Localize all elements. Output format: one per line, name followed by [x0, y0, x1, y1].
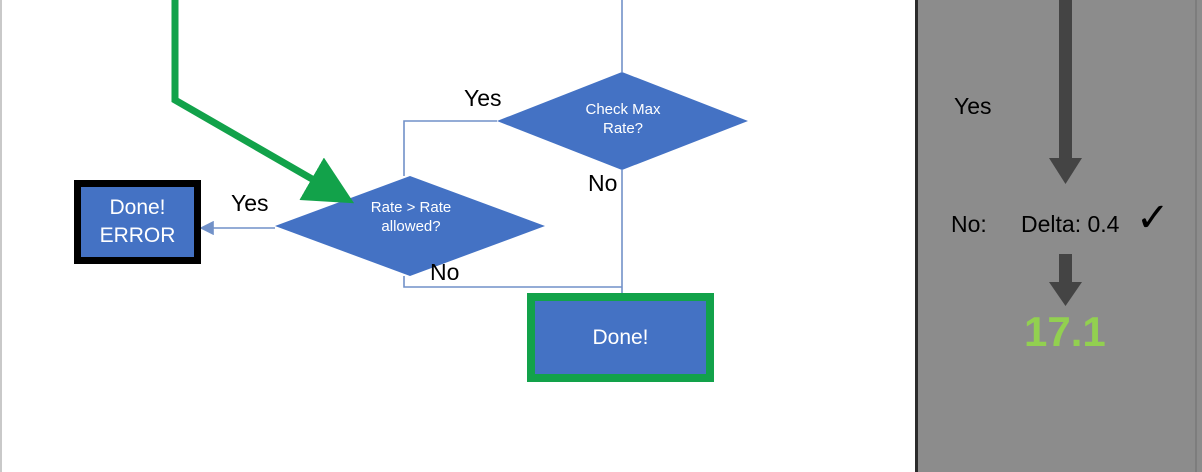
side-panel: Yes No: Delta: 0.4 ✓ 17.1	[915, 0, 1202, 472]
highlight-path-arrow	[171, 0, 355, 204]
node-done-error[interactable]: Done! ERROR	[74, 180, 201, 264]
node-done-ok[interactable]: Done!	[527, 293, 714, 382]
down-arrow-short	[1049, 254, 1082, 306]
panel-label-no: No:	[951, 211, 987, 237]
connector-check-max-rate-yes	[403, 120, 497, 176]
panel-label-delta: Delta: 0.4	[1021, 211, 1120, 237]
side-panel-right-edge	[1195, 0, 1197, 472]
done-error-label: Done! ERROR	[81, 194, 194, 250]
node-check-max-rate	[497, 72, 748, 170]
edge-label-rate-allowed-yes: Yes	[231, 190, 269, 216]
node-rate-greater-than-allowed	[275, 176, 545, 276]
connector-rate-allowed-no	[403, 276, 622, 288]
down-arrow-long	[1049, 0, 1082, 184]
side-panel-graphics	[1049, 0, 1082, 306]
panel-label-yes: Yes	[954, 93, 992, 119]
done-ok-label: Done!	[592, 325, 649, 349]
panel-result-value: 17.1	[1024, 308, 1106, 355]
done-error-line1: Done!	[109, 196, 166, 219]
check-icon: ✓	[1136, 196, 1170, 240]
done-error-line2: ERROR	[99, 224, 176, 247]
flowchart-graphics	[171, 0, 748, 293]
edge-label-check-max-rate-yes: Yes	[464, 85, 502, 111]
slide-left-edge	[0, 0, 2, 472]
edge-label-check-max-rate-no: No	[588, 170, 618, 196]
edge-label-rate-allowed-no: No	[430, 259, 460, 285]
